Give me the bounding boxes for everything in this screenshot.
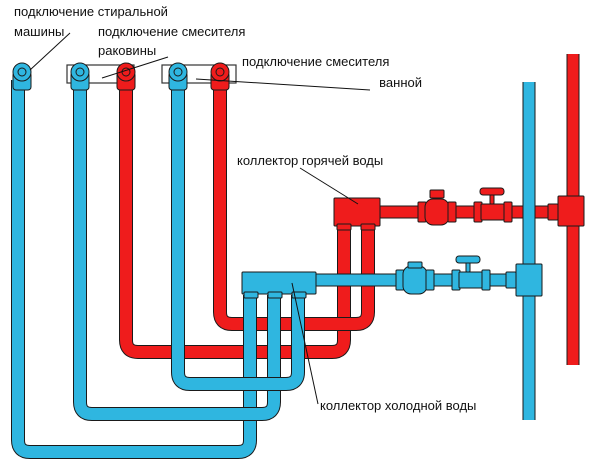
leader-hot-collector — [299, 167, 359, 205]
washing-machine-outlet-opening — [17, 67, 27, 77]
leader-bath-mixer — [195, 78, 371, 91]
hot-ball-valve-body — [480, 203, 506, 221]
hot-ball-valve-nut-right — [503, 201, 513, 223]
hot-collector-port-1 — [336, 223, 352, 231]
hot-riser-tee — [557, 195, 585, 227]
cold-pipe-sink-mixer — [73, 80, 281, 421]
label-sink-mixer-line2: раковины — [98, 43, 156, 58]
label-hot-collector: коллектор горячей воды — [237, 153, 383, 168]
leader-lines — [29, 32, 371, 405]
hot-pipe-sink-mixer — [119, 82, 351, 359]
cold-riser-tee — [515, 263, 543, 297]
label-bath-mixer-line2: ванной — [379, 75, 422, 90]
cold-water-pipes — [11, 80, 536, 459]
cold-collector-port-1 — [243, 291, 259, 299]
hot-check-valve-body — [424, 198, 450, 226]
hot-water-collector-body — [333, 197, 381, 227]
hot-check-valve-nut-right — [447, 201, 457, 223]
labels: подключение стиральной машины подключени… — [14, 4, 476, 413]
bath-mixer-cold-outlet-opening — [173, 67, 183, 77]
hot-tee-reducer — [547, 203, 559, 221]
hot-check-valve-cap — [429, 189, 445, 199]
label-bath-mixer-line1: подключение смесителя — [242, 54, 389, 69]
leader-sink-mixer — [101, 56, 169, 79]
cold-pipe-washing-machine — [11, 80, 257, 459]
cold-ball-valve-handle — [455, 255, 481, 264]
sink-mixer-cold-outlet-opening — [75, 67, 85, 77]
label-washing-machine-line2: машины — [14, 24, 64, 39]
cold-ball-valve-body — [458, 271, 484, 289]
cold-collector-port-3 — [291, 291, 307, 299]
leader-washing-machine — [29, 32, 71, 71]
cold-pipe-bath-mixer — [171, 80, 305, 391]
label-washing-machine-line1: подключение стиральной — [14, 4, 168, 19]
bath-mixer-hot-outlet-opening — [215, 67, 225, 77]
cold-ball-valve-nut-right — [481, 269, 491, 291]
cold-check-valve-body — [402, 265, 428, 295]
hot-ball-valve-handle — [479, 187, 505, 196]
cold-check-valve-nut-right — [425, 269, 435, 291]
leader-cold-collector — [291, 282, 319, 405]
cold-tee-reducer — [505, 271, 517, 289]
label-cold-collector: коллектор холодной воды — [320, 398, 476, 413]
cold-water-collector-body — [241, 271, 317, 295]
cold-check-valve-cap — [407, 261, 423, 269]
label-sink-mixer-line1: подключение смесителя — [98, 24, 245, 39]
fittings — [12, 62, 585, 299]
hot-collector-port-2 — [360, 223, 376, 231]
cold-collector-port-2 — [267, 291, 283, 299]
